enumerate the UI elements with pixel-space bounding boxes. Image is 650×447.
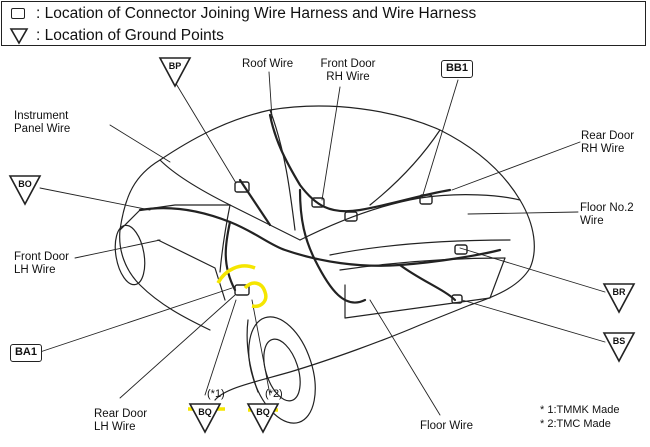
ground-label-bs: BS	[612, 336, 626, 346]
footnote-tmmk: * 1:TMMK Made	[540, 404, 620, 416]
connector-badge-ba1: BA1	[10, 344, 42, 362]
leader-lines	[39, 71, 606, 416]
ground-label-bq2: BQ	[256, 407, 270, 417]
ground-triangle-bq2	[246, 403, 280, 434]
footnote-tmc: * 2:TMC Made	[540, 418, 611, 430]
legend-row-connector: : Location of Connector Joining Wire Har…	[2, 3, 476, 24]
ground-label-bo-left: BO	[18, 179, 32, 189]
ground-triangle-bs	[602, 332, 636, 363]
wire-harness	[138, 113, 502, 304]
ground-triangle-br	[602, 283, 636, 314]
marker-1: (*1)	[207, 388, 225, 400]
ground-label-br: BR	[612, 287, 626, 297]
connector-markers	[234, 181, 468, 304]
legend-ground-text: : Location of Ground Points	[36, 26, 224, 44]
ground-label-bp: BP	[168, 61, 182, 71]
connector-square-icon	[8, 5, 32, 23]
legend-connector-text: : Location of Connector Joining Wire Har…	[36, 4, 477, 22]
legend-box: : Location of Connector Joining Wire Har…	[1, 1, 646, 46]
ground-triangle-bo-left	[8, 175, 42, 206]
marker-2: (*2)	[265, 388, 283, 400]
label-floor-wire: Floor Wire	[420, 420, 474, 432]
legend-row-ground: : Location of Ground Points	[2, 25, 224, 46]
ground-triangle-bp	[158, 57, 192, 88]
car-body-outline	[114, 105, 535, 424]
label-roof-wire: Roof Wire	[242, 58, 294, 70]
ground-triangle-bq1	[188, 403, 222, 434]
connector-badge-bb1: BB1	[441, 60, 473, 78]
ground-label-bq1: BQ	[198, 407, 212, 417]
ground-triangle-icon	[8, 27, 32, 45]
